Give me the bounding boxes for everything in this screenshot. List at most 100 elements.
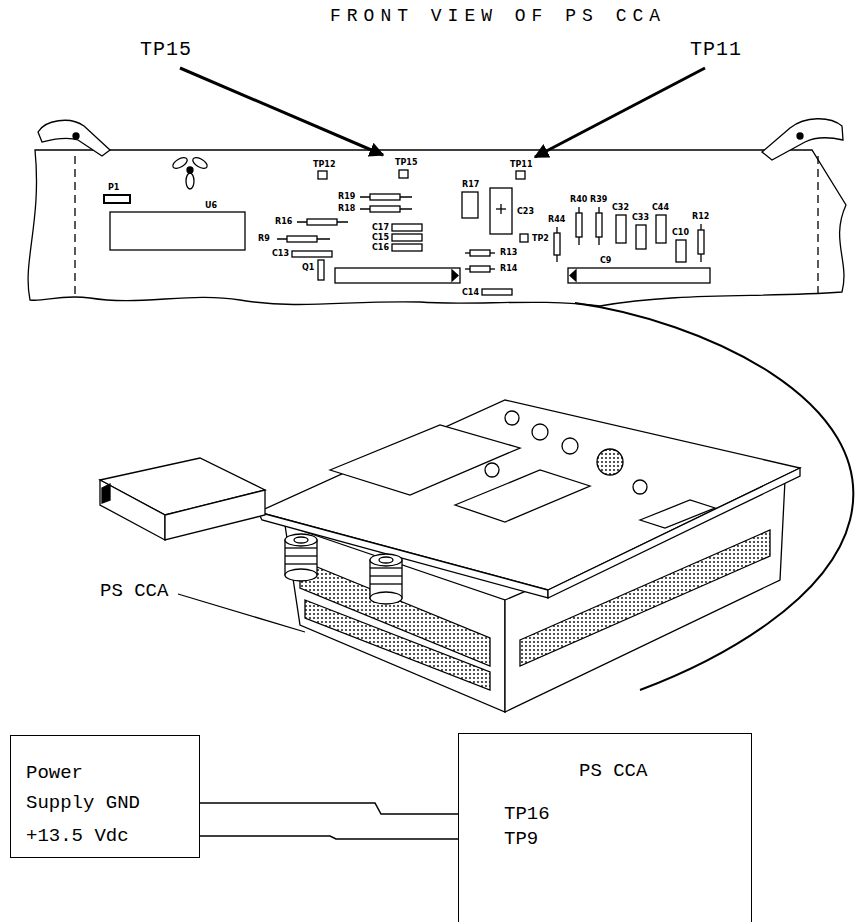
component-label: C44 [652,203,669,212]
component-label: C10 [672,228,689,237]
battery-box [100,458,265,540]
capacitor-symbol [292,188,512,295]
drawing-part [616,215,626,243]
component-label: C14 [462,288,479,297]
circuit-card-box: PS CCATP16TP9 [458,733,752,922]
component-label: R14 [500,264,517,273]
connector-jack [532,424,548,440]
component-label: R13 [500,248,517,257]
drawing-part [370,554,402,566]
drawing-part [191,156,209,171]
view-title: FRONT VIEW OF PS CCA [330,6,666,26]
drawing-part [676,240,686,262]
drawing-part [379,557,393,563]
ejector-handle [38,120,110,156]
panel-plate [640,500,715,528]
speaker-grille [597,449,623,475]
drawing-part [370,575,402,576]
component-label: U6 [205,201,217,210]
ejector-pivot [797,133,803,139]
drawing-part [165,490,265,540]
drawing-part [370,592,402,604]
component-label: C15 [372,233,389,242]
box-title: Power Supply GND [26,758,151,818]
component-label: R9 [258,234,270,243]
component-label: R39 [590,195,607,204]
wire [200,836,458,839]
drawing-part [535,68,705,157]
callout-arrow [180,68,705,157]
unit-drawing [100,400,800,712]
drawing-part [392,234,422,241]
drawing-part [102,484,110,503]
drawing-part [496,208,506,209]
drawing-part [186,173,194,189]
component-label: TP12 [313,160,335,169]
component-label: R18 [338,204,355,213]
drawing-part [470,266,490,272]
terminal-label: +13.5 Vdc [26,824,129,848]
connector-jack [633,480,647,494]
callout-label: TP11 [690,38,742,61]
test-point [516,171,525,179]
drawing-part [171,156,189,171]
knob [370,554,402,604]
drawing-part [576,213,582,237]
drawing-part [370,194,400,200]
knob [285,534,317,581]
drawing-part [285,563,317,564]
callout-label: TP15 [140,38,192,61]
drawing-part [285,569,317,581]
component-label: R19 [338,192,355,201]
drawing-part [470,250,490,256]
drawing-part [596,213,602,237]
rotary-symbol [171,156,209,189]
drawing-part [554,233,560,255]
drawing-part [287,236,317,242]
drawing-part [656,215,666,243]
terminal-label: TP9 [504,827,538,851]
test-point [520,234,528,242]
drawing-part [392,224,422,231]
chip-notch [452,270,458,281]
drawing-part [285,547,317,548]
test-point [399,170,408,178]
component-label: P1 [108,183,119,192]
drawing-part [292,251,332,257]
transistor-symbol [318,260,324,280]
component-label: R16 [275,217,292,226]
drawing-part [294,537,308,543]
component-label: C9 [600,256,611,265]
chip [110,212,245,250]
panel-plate [455,470,590,522]
ejector-handle [762,119,843,160]
board-edge [817,156,818,296]
component-label: R40 [570,195,587,204]
drawing-part [370,567,402,568]
connector [104,195,130,203]
board-outline [28,150,846,306]
component-label: C16 [372,243,389,252]
chip [568,268,710,283]
drawing-part [180,68,383,155]
board-view [28,119,846,306]
component-label: R17 [462,180,479,189]
chip [335,268,460,283]
drawing-part [482,289,512,295]
drawing-part [490,188,512,234]
drawing-part [636,225,646,249]
component-label: TP15 [395,158,417,167]
top-plate-edge [258,512,548,598]
terminal-label: TP16 [504,802,550,826]
drawing-part [698,230,704,254]
drawing-part [392,244,422,251]
component-label: C33 [632,213,649,222]
chip-notch [570,270,576,281]
drawing-part [285,534,317,546]
connector-jack [505,411,519,425]
component-label: C13 [272,249,289,258]
component-label: C23 [517,207,534,216]
drawing-part [100,480,165,540]
